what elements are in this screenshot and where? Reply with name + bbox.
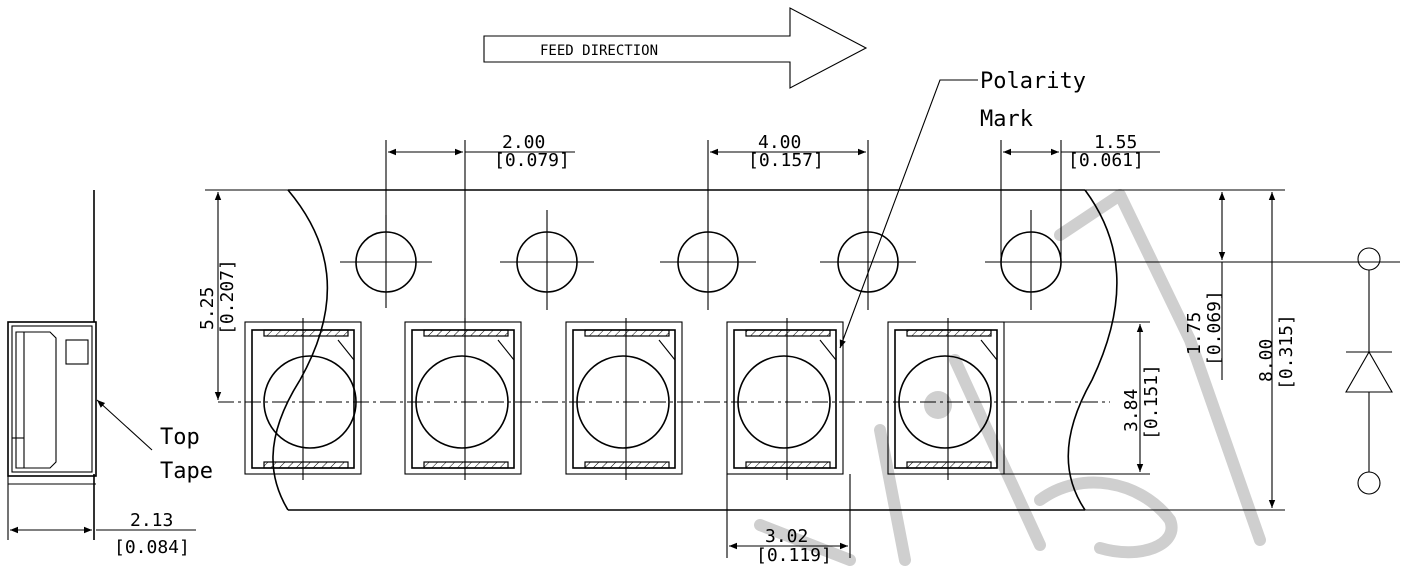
dim-tape-thickness-mm: 2.13 (130, 510, 173, 531)
dim-hole-diameter-in: [0.061] (1068, 150, 1144, 171)
dim-hole-to-pocket-center: 5.25 [0.207] (197, 189, 288, 400)
polarity-mark-callout: Polarity Mark (839, 69, 1086, 349)
watermark (754, 189, 1266, 566)
dim-hole-pitch: 4.00 [0.157] (707, 132, 869, 232)
sprocket-hole (500, 210, 594, 310)
dim-hole-edge-offset: 1.75 [0.069] (1184, 192, 1226, 380)
dim-pocket-width: 3.02 [0.119] (726, 474, 851, 566)
sprocket-holes (340, 210, 1400, 310)
dim-hole-diameter-mm: 1.55 (1094, 132, 1137, 153)
dim-pocket-length-in: [0.151] (1141, 364, 1162, 440)
dim-hole-to-pocket-center-in: [0.207] (217, 259, 238, 335)
tape-side-view: 2.13 [0.084] Top Tape (7, 190, 213, 558)
carrier-tape (272, 189, 1285, 511)
top-tape-line2: Tape (160, 459, 213, 484)
dim-hole-edge-offset-mm: 1.75 (1184, 312, 1205, 355)
feed-direction-label: FEED DIRECTION (540, 43, 658, 59)
sprocket-hole (985, 210, 1400, 310)
dim-tape-thickness-in: [0.084] (114, 537, 190, 558)
dim-hole-to-pocket-mm: 2.00 (502, 132, 545, 153)
dim-hole-diameter: 1.55 [0.061] (1000, 132, 1160, 262)
diode-symbol (1345, 247, 1393, 495)
dim-pocket-length: 3.84 [0.151] (1121, 324, 1162, 472)
feed-direction-arrow: FEED DIRECTION (483, 7, 868, 89)
pocket (565, 318, 683, 480)
polarity-mark-line2: Mark (980, 107, 1033, 132)
pocket (726, 318, 844, 480)
dim-pocket-width-in: [0.119] (756, 545, 832, 566)
dim-hole-to-pocket-center-mm: 5.25 (197, 287, 218, 330)
dim-hole-pitch-in: [0.157] (748, 150, 824, 171)
pocket (887, 318, 1005, 480)
top-tape-line1: Top (160, 425, 200, 450)
polarity-mark-line1: Polarity (980, 69, 1086, 94)
pocket (404, 318, 522, 480)
dim-tape-width-in: [0.315] (1276, 314, 1297, 390)
dim-pocket-width-mm: 3.02 (765, 526, 808, 547)
pockets (244, 318, 1150, 480)
dim-hole-pitch-mm: 4.00 (758, 132, 801, 153)
pocket (244, 318, 362, 480)
dim-tape-width: 8.00 [0.315] (1256, 192, 1297, 508)
dim-hole-edge-offset-in: [0.069] (1204, 290, 1225, 366)
dim-hole-to-pocket: 2.00 [0.079] (385, 132, 575, 322)
dim-hole-to-pocket-in: [0.079] (494, 150, 570, 171)
dim-tape-width-mm: 8.00 (1256, 339, 1277, 382)
dim-pocket-length-mm: 3.84 (1121, 389, 1142, 432)
